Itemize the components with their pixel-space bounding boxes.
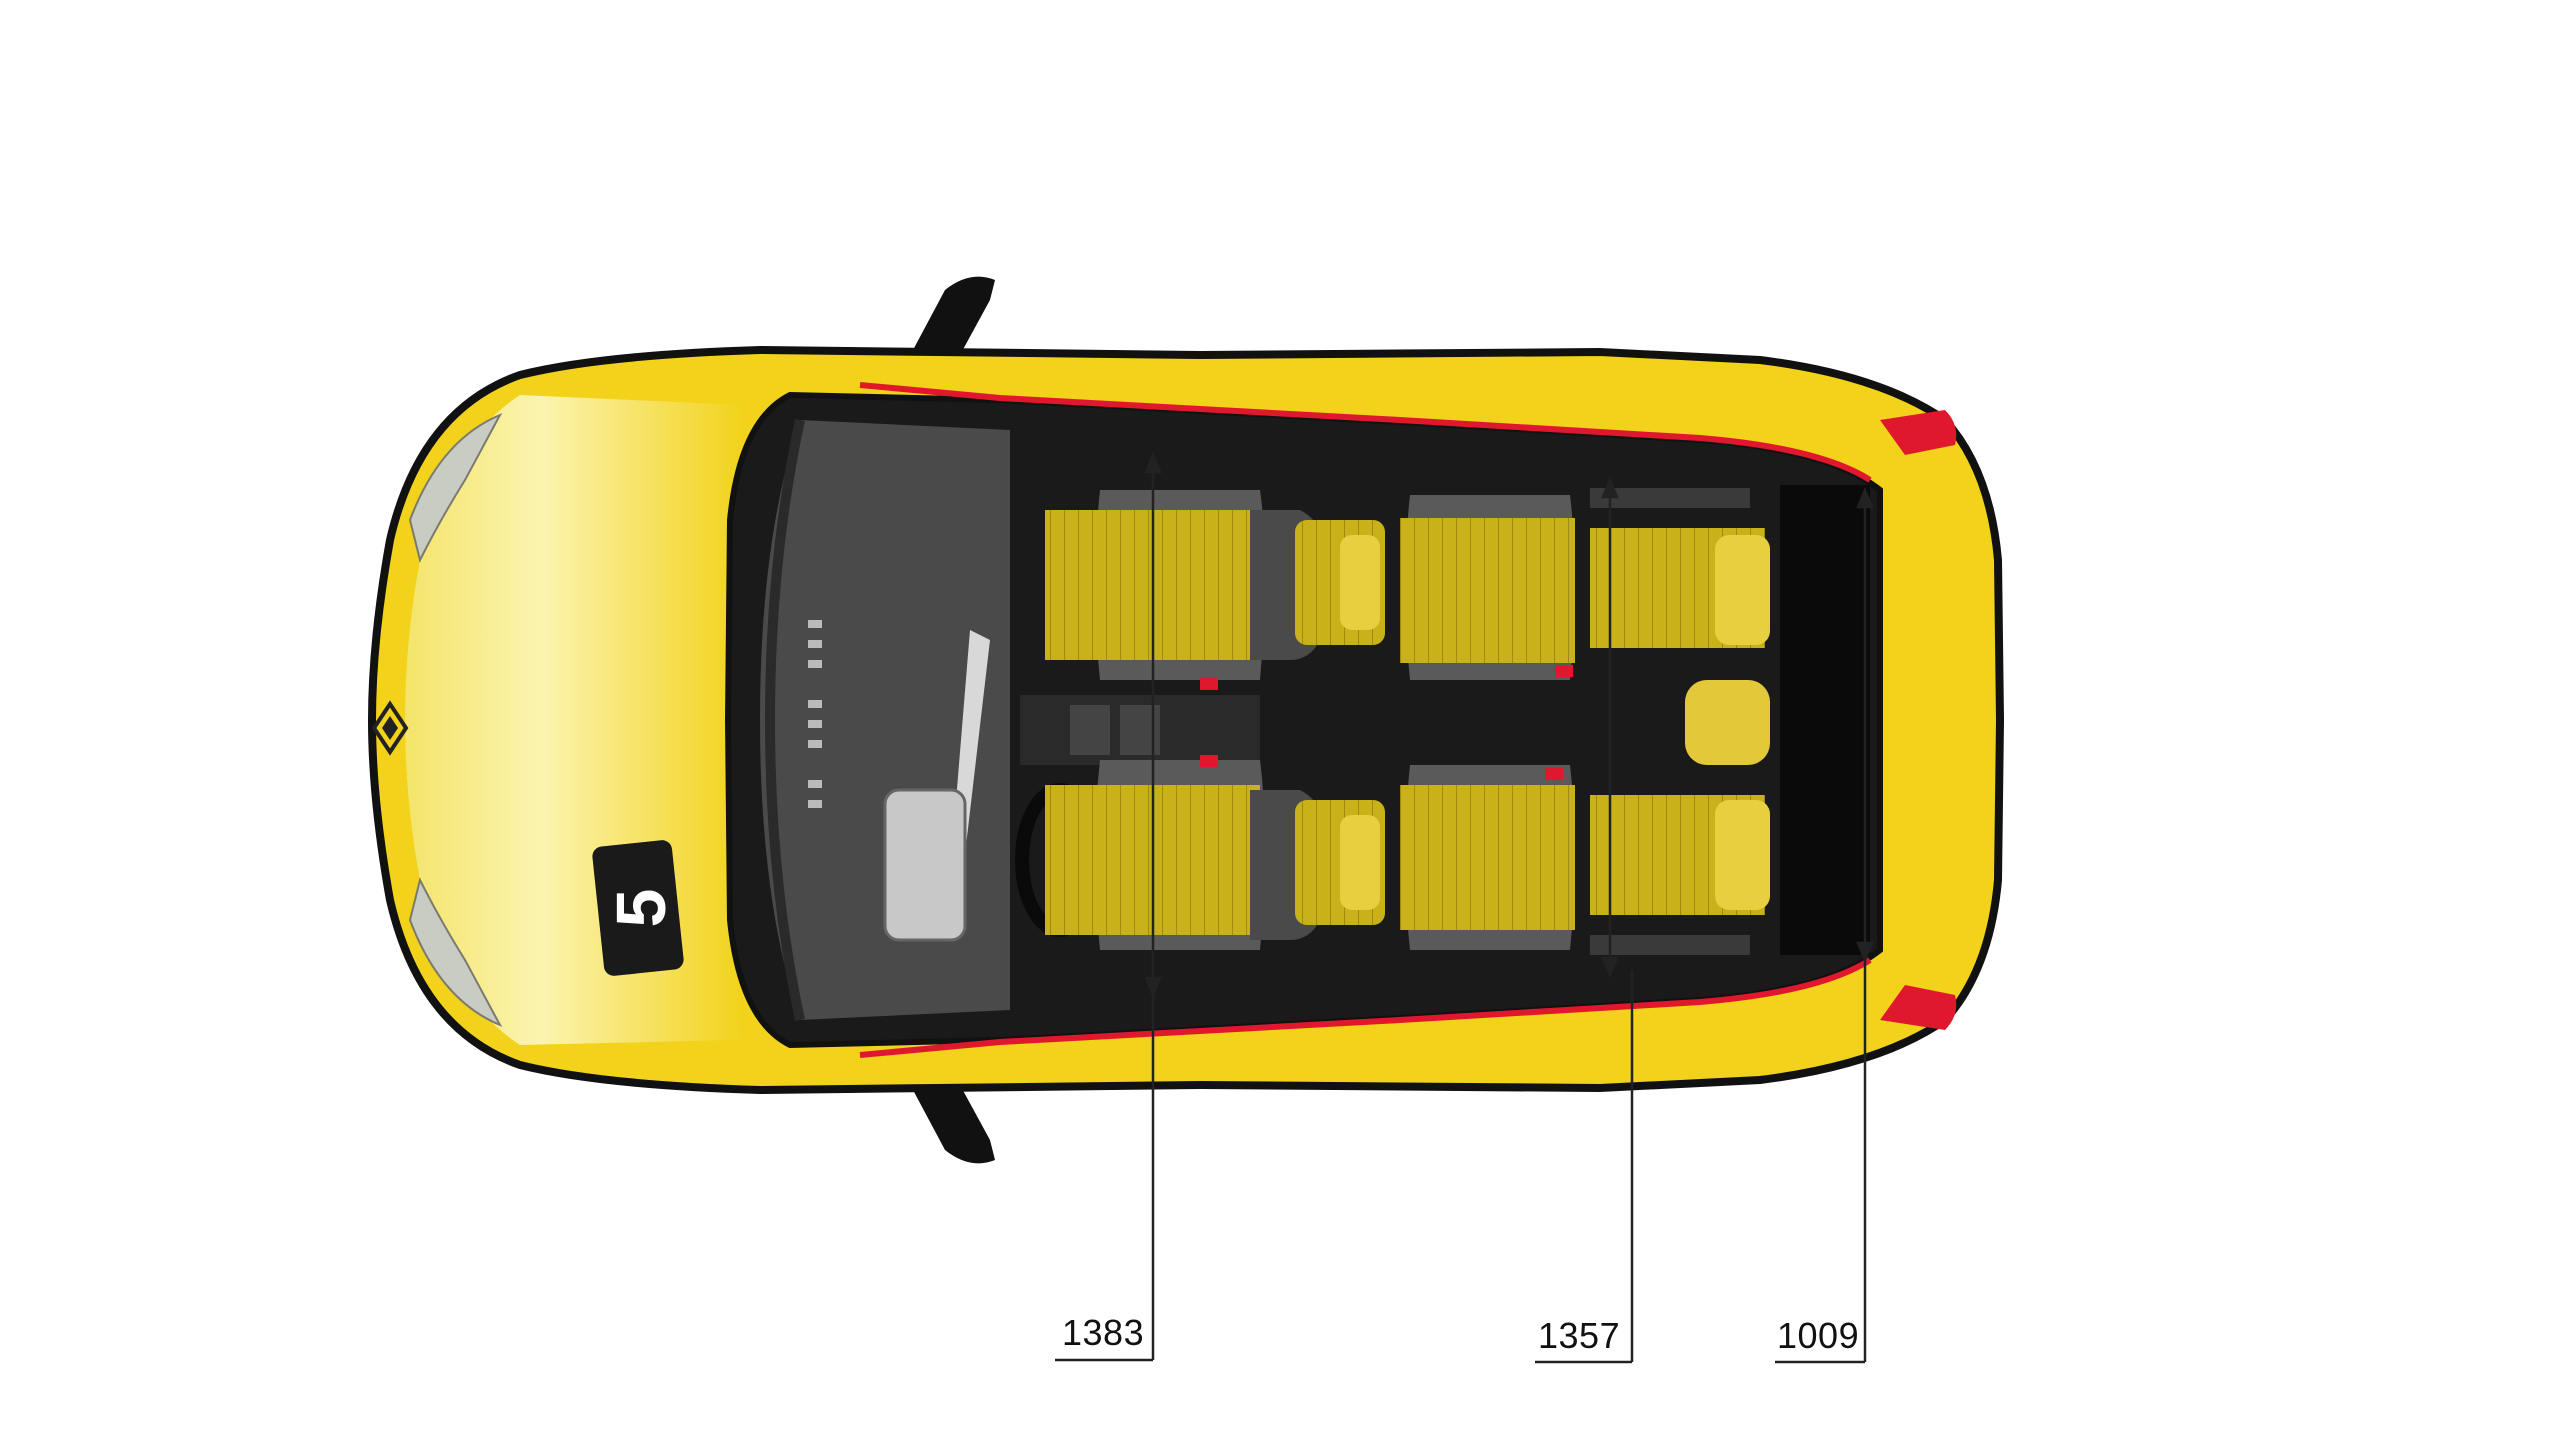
rear-backrest-bottom xyxy=(1590,795,1770,955)
instrument-panel xyxy=(883,788,967,942)
headlight-bottom xyxy=(408,877,503,1028)
dimension-lines xyxy=(1055,451,1874,1364)
logo-icon xyxy=(371,700,409,756)
dimension-label-boot: 1009 xyxy=(1777,1315,1860,1356)
taillight-top xyxy=(1880,410,1957,455)
rear-seat-top xyxy=(1400,495,1575,680)
taillight-bottom xyxy=(1880,985,1957,1030)
windscreen-edge xyxy=(764,418,805,1022)
dimension-label-rear: 1357 xyxy=(1538,1315,1621,1356)
seatbelt-buckles xyxy=(1200,665,1573,780)
rear-backrest-top xyxy=(1590,488,1770,648)
hood-badge-text: 5 xyxy=(602,889,680,928)
trim-bottom xyxy=(859,957,1872,1058)
dash-vents xyxy=(808,620,822,808)
hood-badge xyxy=(592,840,684,976)
trim-top xyxy=(859,382,1872,483)
boot-area xyxy=(1780,485,1870,955)
rear-seat-bottom xyxy=(1400,765,1575,950)
headlight-top xyxy=(408,412,503,563)
dimension-label-front: 1383 xyxy=(1062,1312,1145,1353)
rear-center-headrest xyxy=(1685,680,1770,765)
